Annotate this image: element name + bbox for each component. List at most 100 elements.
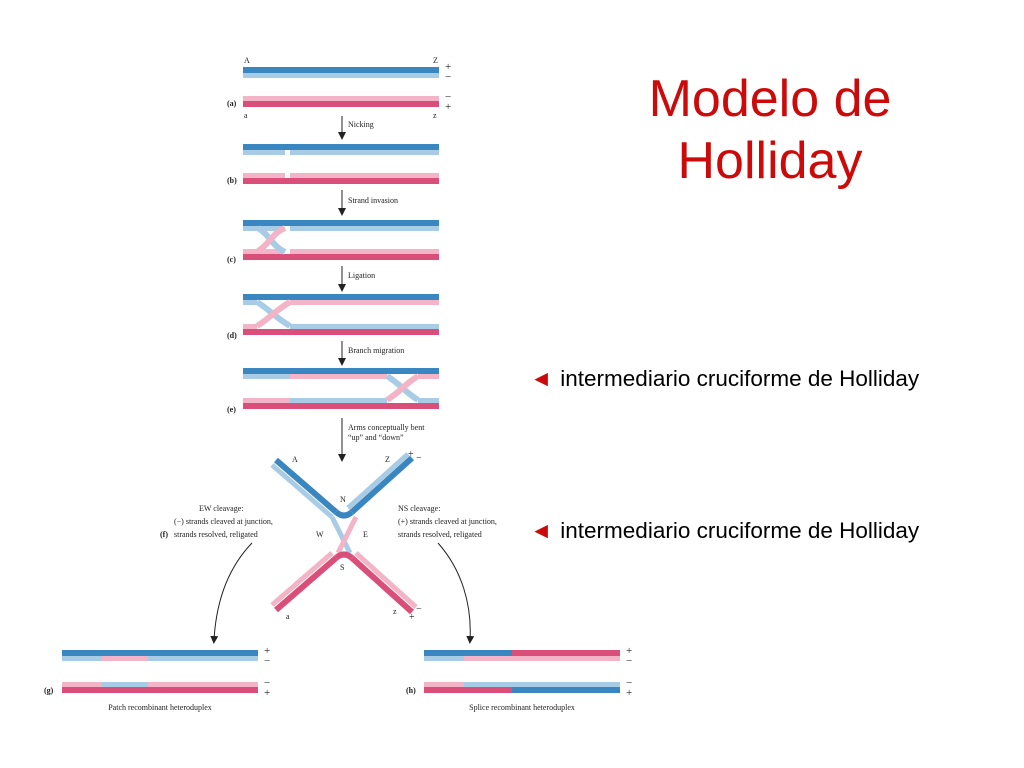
- patch-bot-light-left: [62, 682, 102, 687]
- patch-bot-patch: [102, 682, 148, 687]
- compass-S: S: [340, 563, 344, 572]
- strand-e-pink-bottom: [243, 403, 439, 409]
- strand-c-pink-left: [243, 249, 283, 254]
- strand-e-blue-right: [418, 398, 439, 403]
- sign-minus: −: [264, 677, 270, 689]
- strand-a-pink-bottom: [243, 101, 439, 107]
- strand-d-pink-left: [243, 324, 257, 329]
- callout-2-text: intermediario cruciforme de Holliday: [560, 518, 920, 543]
- arm-Z-light: [346, 452, 410, 510]
- arm-A-dark: [274, 457, 338, 515]
- patch-bot-light-right: [148, 682, 258, 687]
- patch-top-patch: [102, 656, 148, 661]
- strand-b-pink-bottom: [243, 178, 439, 184]
- sign-minus: −: [626, 655, 632, 667]
- strand-d-pink-right: [290, 300, 439, 305]
- arm-z-light: [354, 551, 418, 609]
- strand-e-pink-left: [243, 398, 290, 403]
- left-pointer-icon: ◄: [530, 366, 553, 391]
- end-label-Z: Z: [433, 56, 438, 65]
- cross-sign-minus: −: [416, 453, 422, 464]
- sign-minus: −: [445, 91, 451, 103]
- compass-N: N: [340, 495, 346, 504]
- strand-c-blue-top: [243, 220, 439, 226]
- splice-bot-dark-right: [512, 687, 620, 693]
- end-label-A: A: [244, 56, 250, 65]
- sign-plus: +: [264, 645, 270, 657]
- bend-N: [334, 509, 354, 519]
- strand-c-blue-right: [290, 226, 439, 231]
- crossover-pink: [255, 299, 292, 329]
- strand-d-blue-top: [243, 294, 439, 300]
- arm-z-dark: [349, 555, 415, 615]
- ns-line3: strands resolved, religated: [398, 530, 482, 539]
- slide-title: Modelo de Holliday: [600, 68, 940, 192]
- panel-label-h: (h): [406, 686, 416, 695]
- strand-c-pink-right: [290, 249, 439, 254]
- panel-g: + − − + (g) Patch recombinant heterodupl…: [44, 645, 270, 712]
- ew-line3: strands resolved, religated: [174, 530, 258, 539]
- ew-line2: (−) strands cleaved at junction,: [174, 517, 273, 526]
- strand-c-pink-bottom: [243, 254, 439, 260]
- step-arms-line2: “up” and “down”: [348, 433, 404, 442]
- left-pointer-icon: ◄: [530, 518, 553, 543]
- cross-sign-plus: +: [408, 449, 414, 460]
- end-label-a: a: [244, 111, 248, 120]
- panel-label-f: (f): [160, 530, 168, 539]
- panel-label-c: (c): [227, 255, 236, 264]
- bend-S: [334, 551, 354, 561]
- arrow-to-patch: [210, 542, 253, 644]
- step-ligation: Ligation: [348, 271, 375, 280]
- panel-c: (c): [227, 220, 439, 264]
- strand-e-blue-top: [243, 368, 439, 374]
- splice-top-light-left: [424, 656, 464, 661]
- strand-b-pink-top: [243, 173, 439, 178]
- callout-2: ◄ intermediario cruciforme de Holliday: [530, 518, 919, 544]
- splice-bot-light-right: [464, 682, 620, 687]
- invading-pink: [256, 225, 287, 254]
- sign-minus: −: [445, 71, 451, 83]
- splice-top-light-right: [464, 656, 620, 661]
- panel-h: + − − + (h) Splice recombinant heterodup…: [406, 645, 632, 712]
- splice-top-dark-right: [512, 650, 620, 656]
- arm-Z-dark: [349, 455, 415, 515]
- nick-blue: [285, 150, 290, 155]
- ns-line1: NS cleavage:: [398, 504, 440, 513]
- sign-plus: +: [264, 687, 270, 699]
- callout-1: ◄ intermediario cruciforme de Holliday: [530, 366, 919, 392]
- title-line-1: Modelo de: [648, 70, 892, 128]
- holliday-junction-cross: A Z a z + − − + N S W E: [270, 449, 422, 623]
- strand-b-blue-top: [243, 144, 439, 150]
- end-label-z: z: [433, 111, 437, 120]
- step-nicking: Nicking: [348, 120, 374, 129]
- title-line-2: Holliday: [677, 132, 863, 190]
- strand-a-blue-bottom: [243, 73, 439, 78]
- arrow-to-splice: [437, 542, 475, 644]
- strand-d-pink-bottom: [243, 329, 439, 335]
- result-splice-label: Splice recombinant heteroduplex: [469, 703, 575, 712]
- strand-a-pink-top: [243, 96, 439, 101]
- cross-end-z: z: [393, 607, 397, 616]
- strand-a-blue-top: [243, 67, 439, 73]
- splice-bot-dark-left: [424, 687, 512, 693]
- callout-1-text: intermediario cruciforme de Holliday: [560, 366, 920, 391]
- cross-sign-minus: −: [416, 604, 422, 615]
- cross-pink: [335, 515, 359, 555]
- cross-end-Z: Z: [385, 455, 390, 464]
- sign-plus: +: [626, 687, 632, 699]
- panel-a: A Z (a) a z + − − +: [227, 56, 451, 120]
- sign-minus: −: [626, 677, 632, 689]
- strand-e-blue-left: [243, 374, 290, 379]
- arm-a-light: [270, 551, 334, 607]
- migrated-crossover-pink: [385, 373, 420, 403]
- splice-top-dark-left: [424, 650, 512, 656]
- panel-b: (b): [227, 144, 439, 185]
- step-branch-migration: Branch migration: [348, 346, 404, 355]
- panel-label-b: (b): [227, 176, 237, 185]
- strand-b-blue-bottom: [243, 150, 439, 155]
- nick-pink: [285, 173, 290, 178]
- panel-label-g: (g): [44, 686, 54, 695]
- result-patch-label: Patch recombinant heteroduplex: [108, 703, 212, 712]
- compass-W: W: [316, 530, 324, 539]
- panel-label-a: (a): [227, 99, 237, 108]
